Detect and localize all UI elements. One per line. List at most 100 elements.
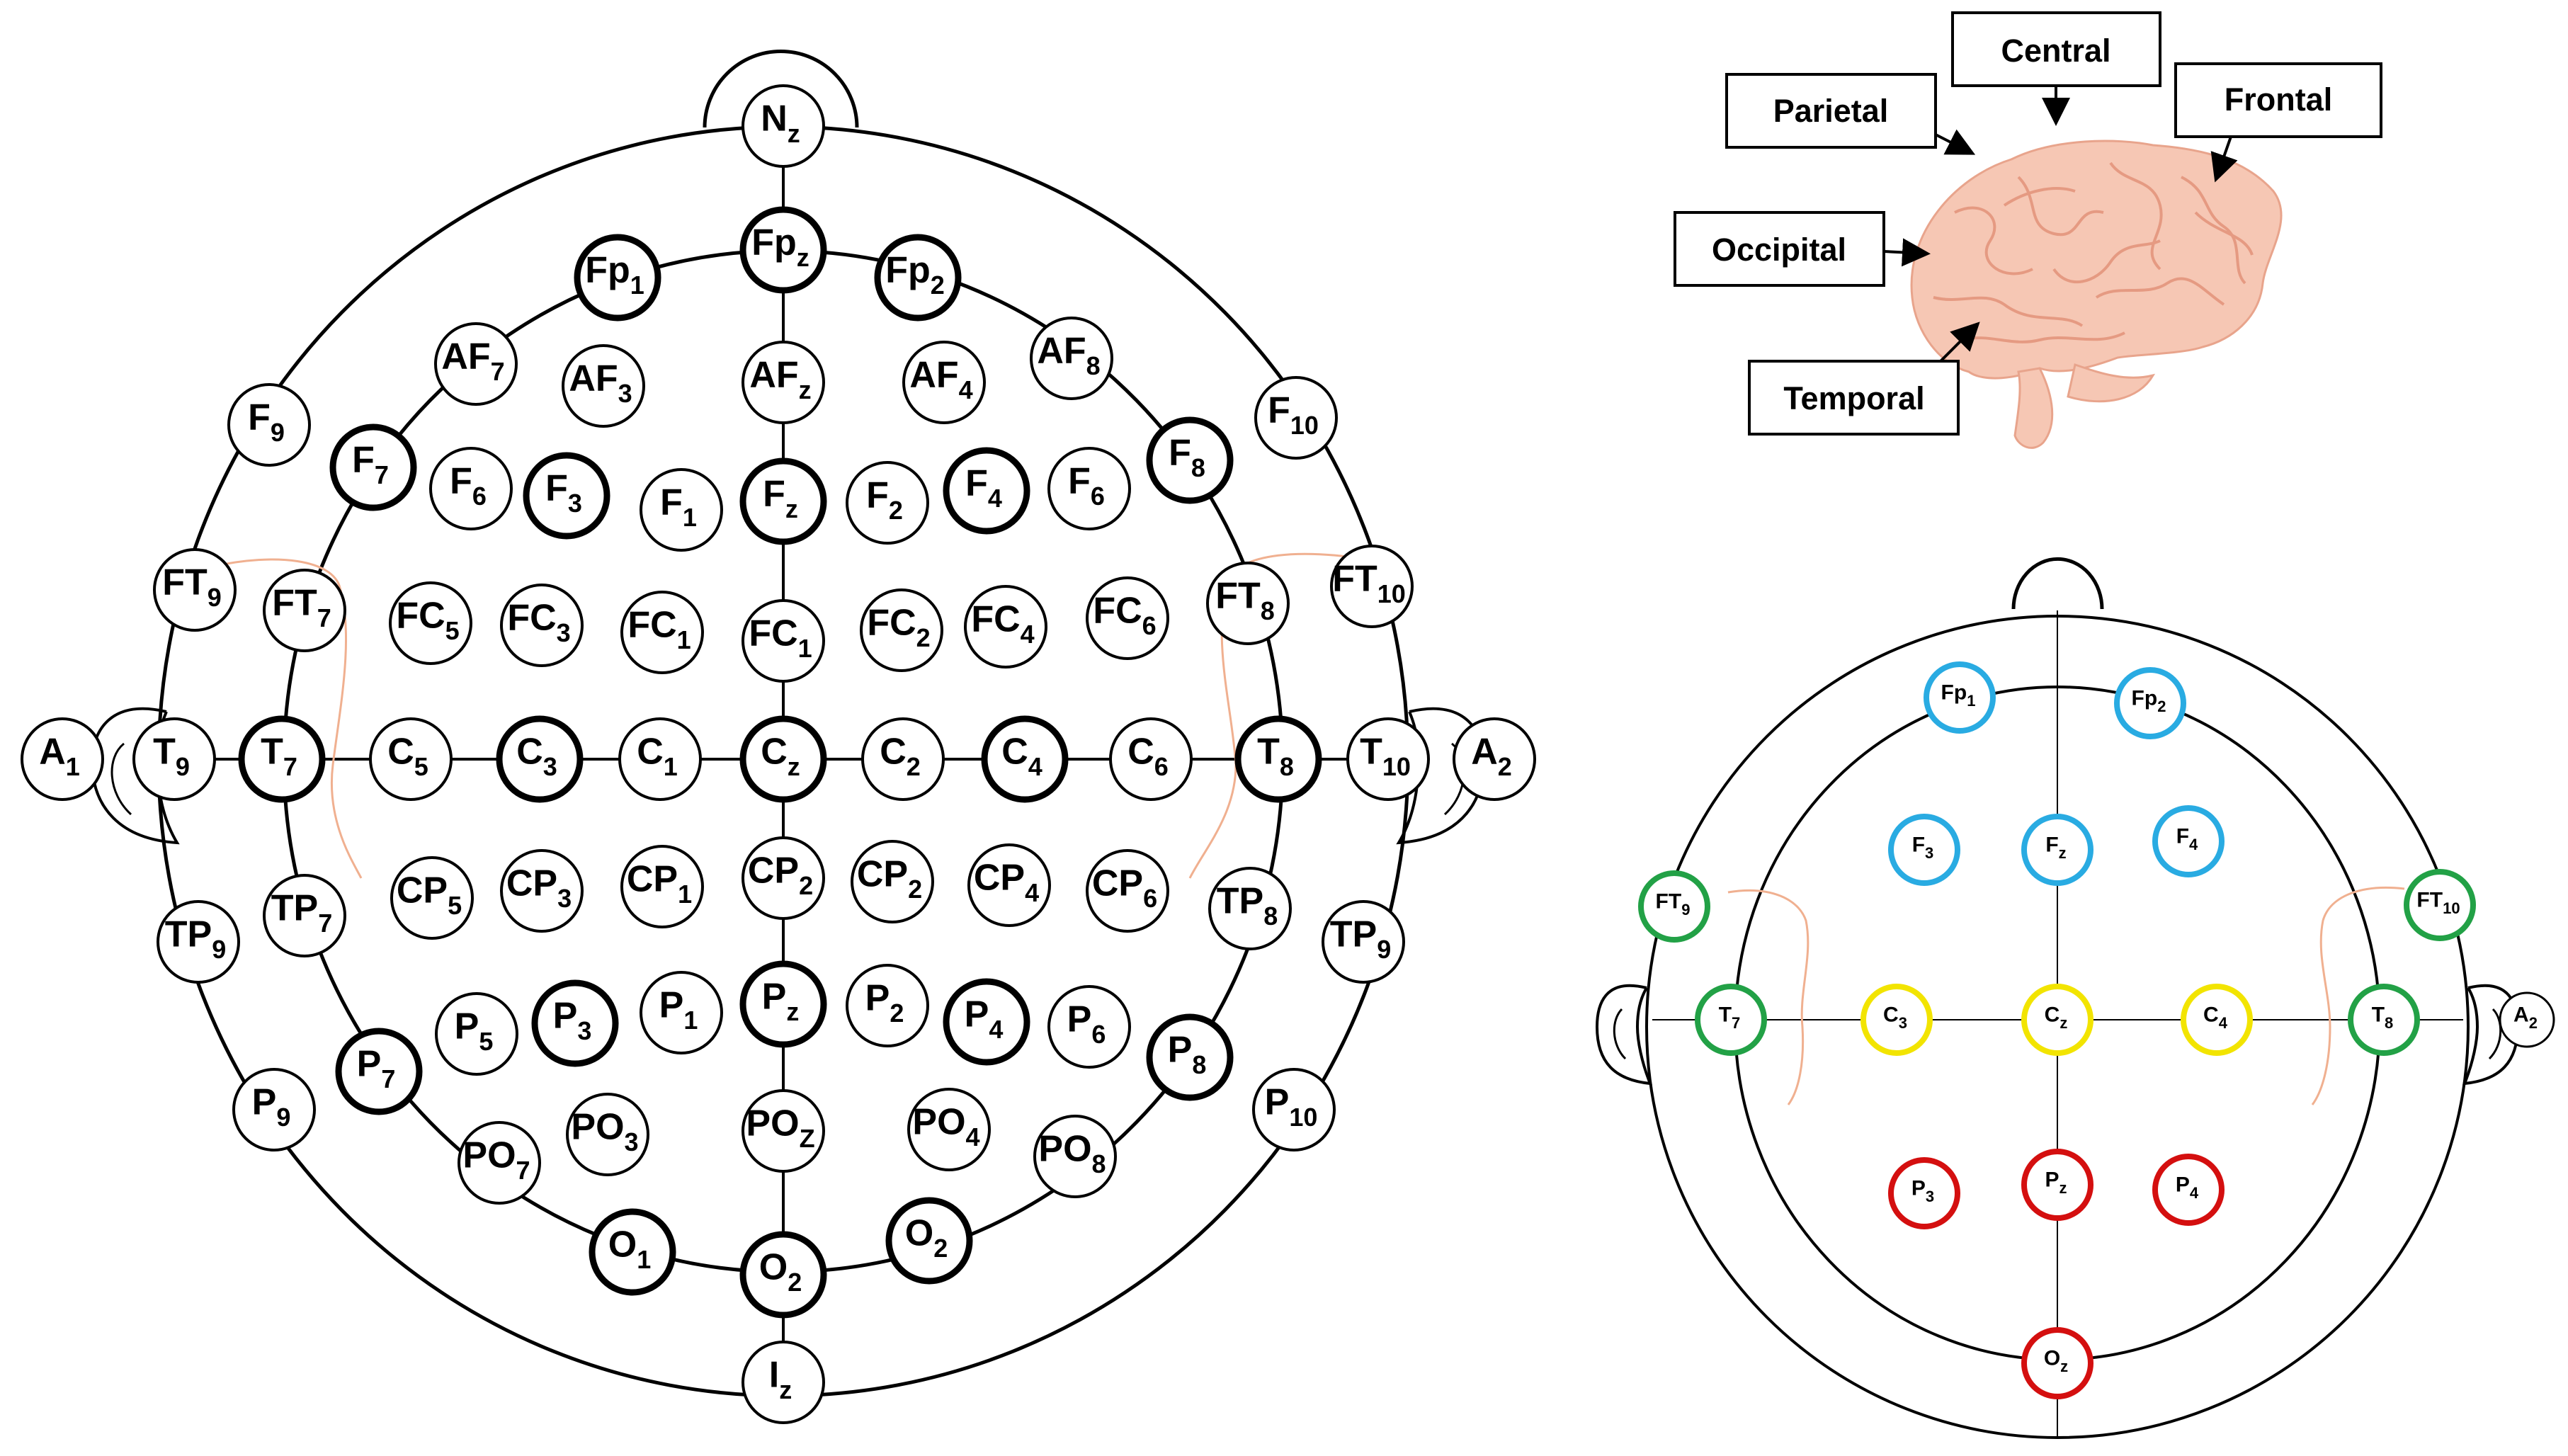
small-electrode-t7-marker: [1695, 984, 1767, 1056]
small-nose-outline: [2011, 557, 2104, 610]
electrode-tp10: TP9: [1322, 900, 1405, 984]
small-electrode-c3-label: C3: [1883, 1003, 1907, 1032]
electrode-poz-marker: [742, 1089, 825, 1173]
electrode-af7-label: AF7: [441, 336, 504, 387]
electrode-oz-marker: [739, 1231, 827, 1319]
small-electrode-oz-marker: [2021, 1327, 2093, 1399]
left-ear-trace: [212, 558, 363, 879]
electrode-fc2-marker: [860, 588, 943, 672]
electrode-p2-label: P2: [865, 978, 904, 1028]
electrode-cp3-label: CP3: [506, 863, 572, 914]
electrode-po7-label: PO7: [462, 1135, 530, 1185]
electrode-po8-marker: [1033, 1115, 1117, 1198]
electrode-f10: F10: [1254, 376, 1338, 460]
electrode-t10-label: T10: [1360, 732, 1411, 782]
electrode-fp1: Fp1: [574, 234, 661, 322]
small-electrode-ft9-label: FT9: [1656, 889, 1691, 918]
electrode-p5: P5: [435, 992, 518, 1076]
electrode-p10-label: P10: [1265, 1082, 1318, 1132]
electrode-t10: T10: [1346, 717, 1430, 801]
electrode-c4-label: C4: [1001, 732, 1042, 782]
electrode-fc5-marker: [389, 581, 472, 665]
electrode-cp6: CP6: [1086, 849, 1169, 933]
small-electrode-c4-marker: [2181, 984, 2253, 1056]
electrode-fz-label: Fz: [763, 474, 798, 524]
electrode-cpz: CP2: [742, 836, 825, 920]
electrode-c4-marker: [981, 715, 1069, 803]
electrode-fcz-label: FC1: [749, 613, 812, 664]
electrode-tp8: TP8: [1208, 867, 1292, 950]
electrode-f5-marker: [429, 447, 513, 530]
electrode-af8-marker: [1030, 317, 1113, 400]
electrode-f4-marker: [943, 447, 1030, 535]
electrode-fz-marker: [739, 457, 827, 545]
electrode-f8: F8: [1146, 416, 1234, 504]
electrode-cpz-label: CP2: [748, 851, 813, 901]
electrode-fpz-marker: [739, 206, 827, 294]
electrode-ft8-marker: [1206, 562, 1290, 645]
right-ear-trace: [1188, 552, 1368, 879]
electrode-tp10-label: TP9: [1330, 914, 1391, 965]
electrode-f1: F1: [640, 468, 723, 552]
small-electrode-fp2-marker: [2114, 667, 2186, 739]
small-electrode-c3: C3: [1860, 984, 1933, 1056]
electrode-ft9-label: FT9: [162, 562, 222, 613]
small-left-ear: [1595, 984, 1653, 1086]
electrode-f7-marker: [329, 423, 417, 511]
electrode-po4-marker: [907, 1088, 991, 1171]
electrode-p10-marker: [1252, 1068, 1336, 1151]
electrode-po8: PO8: [1033, 1115, 1117, 1198]
small-electrode-fp2: Fp2: [2114, 667, 2186, 739]
electrode-f9-label: F9: [248, 397, 285, 448]
electrode-af4-marker: [902, 341, 986, 424]
electrode-fp1-label: Fp1: [585, 250, 644, 300]
small-electrode-cz-label: Cz: [2045, 1003, 2068, 1032]
electrode-ft9-marker: [153, 548, 237, 632]
electrode-f5-label: F6: [450, 461, 487, 511]
electrode-cp3: CP3: [500, 849, 584, 933]
electrode-po7: PO7: [458, 1121, 541, 1205]
electrode-po3-label: PO3: [571, 1107, 638, 1157]
small-electrode-ft9-marker: [1638, 870, 1710, 943]
electrode-cp1-marker: [620, 845, 704, 928]
frontal-label: Frontal: [2225, 81, 2333, 118]
brain-folds: [1933, 161, 2254, 343]
electrode-f7-label: F7: [352, 440, 389, 490]
electrode-tp7-label: TP7: [271, 888, 332, 938]
electrode-po4: PO4: [907, 1088, 991, 1171]
electrode-p8: P8: [1146, 1013, 1234, 1101]
electrode-p3-label: P3: [553, 996, 592, 1046]
electrode-t8-label: T8: [1257, 732, 1294, 782]
electrode-p9-marker: [232, 1068, 316, 1151]
electrode-fc5-label: FC5: [396, 596, 459, 646]
electrode-ft10-label: FT10: [1332, 559, 1406, 609]
electrode-fcz: FC1: [742, 599, 825, 683]
small-electrode-pz: Pz: [2021, 1149, 2093, 1221]
electrode-a1: A1: [21, 717, 104, 801]
electrode-p1-marker: [640, 971, 723, 1054]
electrode-p9-label: P9: [252, 1082, 291, 1132]
electrode-afz: AFz: [742, 341, 825, 424]
electrode-fcz-marker: [742, 599, 825, 683]
electrode-f10-label: F10: [1268, 390, 1319, 440]
brain-panel: Parietal Central Frontal Occipital Tempo…: [1674, 11, 2382, 449]
cerebellum: [2067, 363, 2156, 403]
small-electrode-a2: A2: [2499, 991, 2555, 1048]
nose-outline: [703, 50, 859, 128]
electrode-fc2-label: FC2: [867, 603, 930, 653]
electrode-fc1-marker: [620, 591, 704, 674]
small-electrode-ft10: FT10: [2404, 869, 2476, 941]
electrode-fpz-label: Fpz: [751, 222, 809, 273]
frontal-box: [2174, 62, 2382, 138]
small-right-ear-trace: [2311, 886, 2405, 1105]
electrode-pz-label: Pz: [762, 977, 800, 1027]
electrode-fp2-label: Fp2: [885, 250, 945, 300]
small-electrode-fp1: Fp1: [1924, 661, 1996, 734]
electrode-tp8-label: TP8: [1217, 881, 1278, 931]
electrode-afz-label: AFz: [749, 355, 811, 405]
electrode-fc6-marker: [1086, 576, 1169, 660]
small-electrode-c4: C4: [2181, 984, 2253, 1056]
electrode-c3-marker: [496, 715, 584, 803]
